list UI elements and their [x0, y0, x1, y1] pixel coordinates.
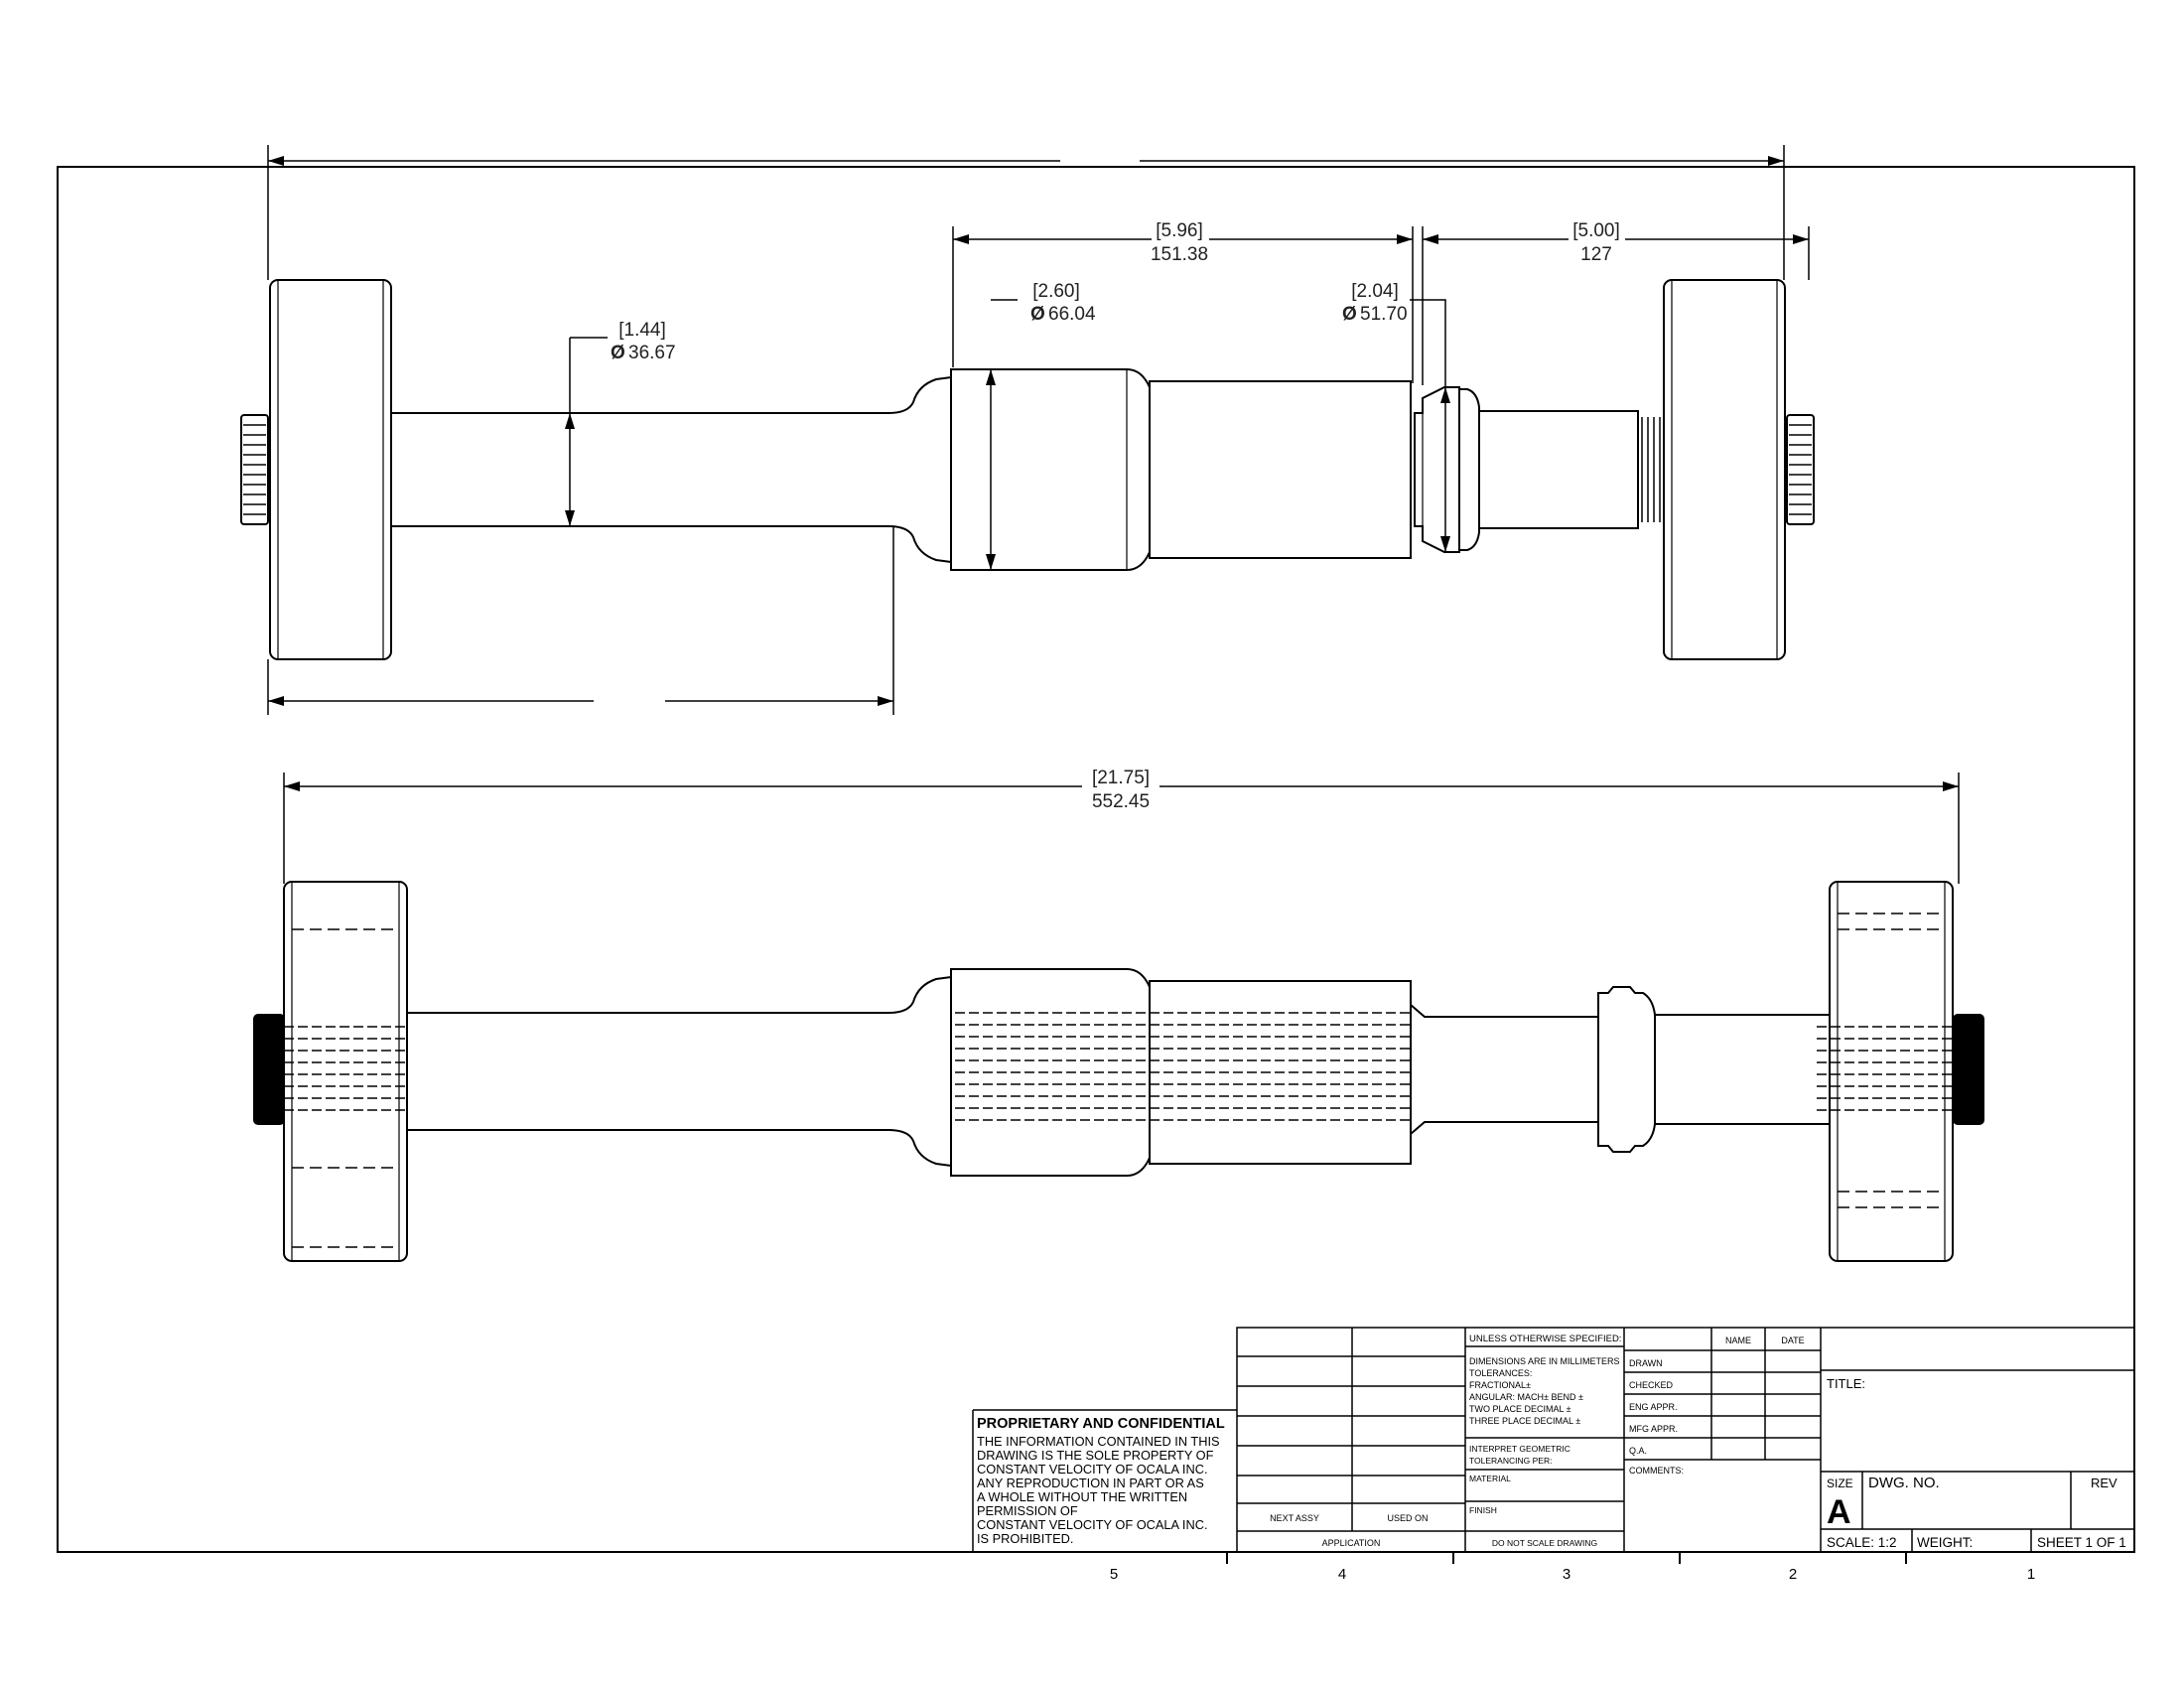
dim-596-mm: 151.38: [1151, 244, 1208, 265]
next-assy-label: NEXT ASSY: [1270, 1513, 1319, 1523]
dim-500-mm: 127: [1580, 244, 1612, 265]
left-spline-bottom: [253, 1014, 285, 1125]
right-spline-bottom: [1953, 1014, 1984, 1125]
bearing-housing-top: [950, 368, 1151, 571]
drawing-border: [57, 166, 2135, 1553]
dim-500-in: [5.00]: [1572, 220, 1620, 241]
interpret-label: INTERPRET GEOMETRIC: [1469, 1444, 1570, 1454]
unless-specified: UNLESS OTHERWISE SPECIFIED:: [1469, 1334, 1621, 1344]
dim-260: [2.60] Ø 66.04: [1030, 281, 1096, 325]
bearing-housing-bottom: [950, 968, 1151, 1177]
zone-3: 3: [1563, 1566, 1570, 1583]
confidential-line-1: THE INFORMATION CONTAINED IN THIS: [977, 1434, 1220, 1449]
signoff-qa: Q.A.: [1629, 1446, 1647, 1456]
application-label: APPLICATION: [1322, 1538, 1381, 1548]
dims-in-mm: DIMENSIONS ARE IN MILLIMETERS: [1469, 1356, 1620, 1366]
left-shaft-bottom: [407, 975, 952, 1168]
title-area: TITLE: SIZE A DWG. NO. REV SCALE: 1:2 WE…: [1827, 1376, 2126, 1550]
two-place-label: TWO PLACE DECIMAL ±: [1469, 1404, 1571, 1414]
dim-260-mm: 66.04: [1048, 304, 1096, 325]
left-wheel-top: [269, 279, 392, 660]
tolerancing-label: TOLERANCING PER:: [1469, 1456, 1552, 1466]
right-shaft-bottom: [1655, 1014, 1830, 1125]
diameter-symbol-260: Ø: [1030, 304, 1045, 325]
zone-ticks: [1226, 1552, 1907, 1564]
signoff-drawn: DRAWN: [1629, 1358, 1663, 1368]
dim-204-mm: 51.70: [1360, 304, 1408, 325]
dwg-no-label: DWG. NO.: [1868, 1475, 1940, 1491]
zone-1: 1: [2027, 1566, 2035, 1583]
center-body-top: [1149, 380, 1412, 559]
scale-label: SCALE: 1:2: [1827, 1535, 1897, 1550]
zone-5: 5: [1110, 1566, 1118, 1583]
size-label: SIZE: [1827, 1477, 1853, 1490]
dim-2175-in: [21.75]: [1092, 768, 1150, 788]
right-collar-top: [1414, 386, 1460, 553]
confidential-line-6: PERMISSION OF: [977, 1503, 1078, 1518]
confidential-line-8: IS PROHIBITED.: [977, 1531, 1073, 1546]
top-view-dimension-lines: [267, 145, 1960, 884]
signoff-checked: CHECKED: [1629, 1380, 1674, 1390]
dim-2175: [21.75] 552.45: [1092, 768, 1150, 812]
do-not-scale-label: DO NOT SCALE DRAWING: [1492, 1538, 1597, 1548]
bottom-view: [253, 881, 1984, 1262]
angular-label: ANGULAR: MACH± BEND ±: [1469, 1392, 1583, 1402]
sheet-label: SHEET 1 OF 1: [2037, 1535, 2126, 1550]
right-spline-stub-top: [1786, 414, 1815, 525]
left-wheel-bottom: [283, 881, 408, 1262]
confidential-line-4: ANY REPRODUCTION IN PART OR AS: [977, 1476, 1204, 1490]
finish-label: FINISH: [1469, 1505, 1497, 1515]
confidential-heading: PROPRIETARY AND CONFIDENTIAL: [977, 1416, 1225, 1432]
three-place-label: THREE PLACE DECIMAL ±: [1469, 1416, 1580, 1426]
zone-numbers: 5 4 3 2 1: [1110, 1566, 2035, 1583]
signoff-mfg-appr: MFG APPR.: [1629, 1424, 1678, 1434]
right-wheel-bottom: [1829, 881, 1954, 1262]
size-value: A: [1827, 1493, 1851, 1531]
tolerances-label: TOLERANCES:: [1469, 1368, 1532, 1378]
dimension-arrowheads: [268, 156, 1959, 791]
zone-2: 2: [1789, 1566, 1797, 1583]
dim-260-in: [2.60]: [1032, 281, 1080, 302]
diameter-symbol-204: Ø: [1342, 304, 1357, 325]
dim-2175-mm: 552.45: [1092, 791, 1150, 812]
dim-144-in: [1.44]: [618, 320, 666, 341]
signoff-name-header: NAME: [1725, 1336, 1751, 1345]
rev-label: REV: [2091, 1476, 2117, 1490]
comments-label: COMMENTS:: [1629, 1466, 1684, 1476]
title-label: TITLE:: [1827, 1376, 1865, 1391]
left-shaft-top: [391, 375, 952, 564]
signoff-table: NAME DATE DRAWN CHECKED ENG APPR. MFG AP…: [1629, 1336, 1805, 1476]
right-wheel-top: [1663, 279, 1786, 660]
used-on-label: USED ON: [1387, 1513, 1428, 1523]
dim-596-in: [5.96]: [1156, 220, 1203, 241]
dim-596: [5.96] 151.38: [1151, 220, 1208, 265]
title-block-lines: [972, 1327, 2135, 1553]
dim-204: [2.04] Ø 51.70: [1342, 281, 1408, 325]
tolerance-specs: UNLESS OTHERWISE SPECIFIED: DIMENSIONS A…: [1469, 1334, 1621, 1548]
confidential-line-3: CONSTANT VELOCITY OF OCALA INC.: [977, 1462, 1208, 1477]
fractional-label: FRACTIONAL±: [1469, 1380, 1531, 1390]
right-neck-bottom: [1410, 1004, 1599, 1135]
left-spline-stub-top: [240, 414, 269, 525]
signoff-date-header: DATE: [1781, 1336, 1804, 1345]
material-label: MATERIAL: [1469, 1474, 1511, 1483]
zone-4: 4: [1338, 1566, 1346, 1583]
right-collar-bottom: [1597, 986, 1656, 1153]
signoff-eng-appr: ENG APPR.: [1629, 1402, 1678, 1412]
weight-label: WEIGHT:: [1917, 1535, 1973, 1550]
right-shaft-top: [1478, 410, 1639, 529]
application-labels: NEXT ASSY USED ON APPLICATION: [1270, 1513, 1428, 1548]
top-view: [240, 279, 1815, 660]
dim-500: [5.00] 127: [1572, 220, 1620, 265]
diameter-symbol-144: Ø: [611, 343, 625, 363]
confidential-line-7: CONSTANT VELOCITY OF OCALA INC.: [977, 1517, 1208, 1532]
dim-204-in: [2.04]: [1351, 281, 1399, 302]
confidential-line-2: DRAWING IS THE SOLE PROPERTY OF: [977, 1448, 1214, 1463]
confidential-notice: PROPRIETARY AND CONFIDENTIAL THE INFORMA…: [977, 1416, 1225, 1546]
confidential-line-5: A WHOLE WITHOUT THE WRITTEN: [977, 1489, 1187, 1504]
dim-144: [1.44] Ø 36.67: [611, 320, 676, 363]
dim-144-mm: 36.67: [628, 343, 676, 363]
